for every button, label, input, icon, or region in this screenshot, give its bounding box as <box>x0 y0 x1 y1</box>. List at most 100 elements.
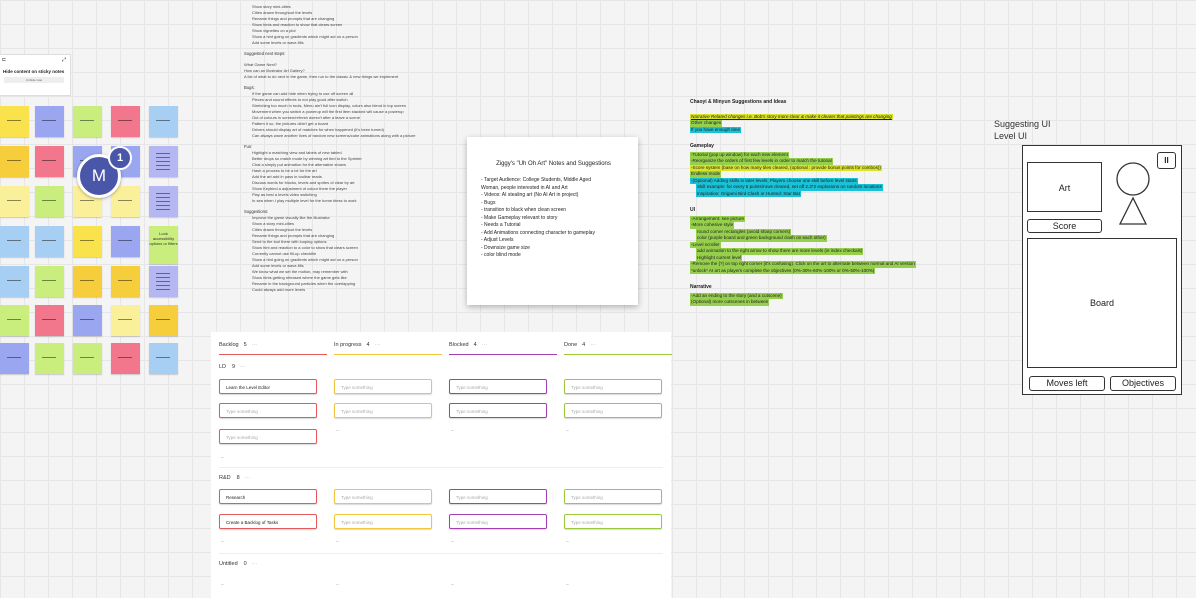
sticky-note[interactable] <box>73 106 102 137</box>
kanban-card[interactable]: Type something <box>334 403 432 418</box>
kanban-card[interactable]: Type something <box>564 379 662 394</box>
wf-moves-left-box: Moves left <box>1029 376 1105 391</box>
add-card-dash[interactable]: – <box>221 455 224 461</box>
sticky-note[interactable] <box>149 343 178 374</box>
sticky-note[interactable] <box>73 266 102 297</box>
hidden-text-line <box>7 200 21 201</box>
sticky-note[interactable] <box>73 226 102 257</box>
add-card-dash[interactable]: – <box>566 539 569 545</box>
sticky-note[interactable] <box>35 226 64 257</box>
hidden-text-line <box>118 240 132 241</box>
kanban-card[interactable]: Type something <box>219 403 317 418</box>
level-ui-wireframe[interactable]: Art II Score Board Moves left Objectives <box>1022 145 1182 395</box>
sticky-note[interactable] <box>149 305 178 336</box>
kanban-card[interactable]: Type something <box>334 514 432 529</box>
add-card-dash[interactable]: – <box>336 428 339 434</box>
add-card-dash[interactable]: – <box>451 539 454 545</box>
character-figure-icon <box>1116 162 1150 225</box>
column-more-icon[interactable]: ··· <box>374 342 381 348</box>
sticky-note[interactable] <box>111 266 140 297</box>
ziggy-note-line: - Target Audience: College Students, Mid… <box>481 177 591 183</box>
kanban-card[interactable]: Type something <box>334 489 432 504</box>
pause-icon[interactable]: II <box>1157 152 1176 169</box>
add-card-dash[interactable]: – <box>451 428 454 434</box>
sticky-note[interactable] <box>35 186 64 217</box>
sticky-note[interactable] <box>0 343 29 374</box>
kanban-card[interactable]: Type something <box>564 489 662 504</box>
doc-line: Show story mini-cities <box>252 4 291 9</box>
ziggy-notes-card[interactable]: Ziggy's "Uh Oh Art" Notes and Suggestion… <box>467 137 638 305</box>
kanban-card[interactable]: Create a Backlog of Tasks <box>219 514 317 529</box>
sticky-note[interactable] <box>111 186 140 217</box>
gameplay-item: Endless mode <box>690 171 722 178</box>
sticky-note[interactable] <box>149 266 178 297</box>
column-more-icon[interactable]: ··· <box>481 342 488 348</box>
fun-item: Show Keybind a adjustment of colour ther… <box>252 186 347 191</box>
sticky-note[interactable] <box>73 305 102 336</box>
column-more-icon[interactable]: ··· <box>590 342 596 348</box>
bug-item: Out of colours in screen/refresh doesn't… <box>252 115 360 120</box>
sticky-note[interactable] <box>111 343 140 374</box>
kanban-card[interactable]: Learn the Level Editor <box>219 379 317 394</box>
doc-line: How can an Illustrator Art Gallery? <box>244 68 305 73</box>
unhide-button[interactable]: Unhide note <box>4 77 64 83</box>
sticky-note[interactable] <box>73 343 102 374</box>
sticky-note[interactable]: Look accessibility options or filters <box>149 226 178 264</box>
doc-line: Cities drawn throughout the levels <box>252 10 313 15</box>
sticky-note[interactable] <box>111 226 140 257</box>
kanban-card[interactable]: Type something <box>219 429 317 444</box>
hidden-text-line <box>7 319 21 320</box>
swimlane-more-icon[interactable]: ··· <box>251 561 258 567</box>
kanban-card[interactable]: Type something <box>564 403 662 418</box>
kanban-card[interactable]: Type something <box>334 379 432 394</box>
sticky-note[interactable] <box>0 146 29 177</box>
sticky-note[interactable] <box>35 305 64 336</box>
add-card-dash[interactable]: – <box>451 582 454 588</box>
column-name: Blocked <box>449 342 469 348</box>
swimlane-more-icon[interactable]: ··· <box>244 475 251 481</box>
add-card-dash[interactable]: – <box>566 582 569 588</box>
sticky-note[interactable] <box>111 305 140 336</box>
sticky-note[interactable] <box>0 266 29 297</box>
kanban-card[interactable]: Type something <box>564 514 662 529</box>
sticky-note[interactable] <box>0 186 29 217</box>
sticky-note[interactable] <box>35 343 64 374</box>
add-card-dash[interactable]: – <box>336 539 339 545</box>
kanban-card[interactable]: Research <box>219 489 317 504</box>
hidden-text-line <box>156 153 170 154</box>
kanban-card[interactable]: Type something <box>449 489 547 504</box>
kanban-card[interactable]: Type something <box>449 403 547 418</box>
add-card-dash[interactable]: – <box>221 539 224 545</box>
hidden-text-line <box>42 120 56 121</box>
sticky-note[interactable] <box>35 146 64 177</box>
add-card-dash[interactable]: – <box>566 428 569 434</box>
sticky-note[interactable] <box>35 266 64 297</box>
sticky-note[interactable] <box>149 146 178 177</box>
swimlane-more-icon[interactable]: ··· <box>240 364 246 370</box>
bug-item: Stretching too much in tools, Menu ain't… <box>252 103 407 108</box>
sticky-note[interactable] <box>0 305 29 336</box>
kanban-card[interactable]: Type something <box>449 514 547 529</box>
kanban-card[interactable]: Type something <box>449 379 547 394</box>
sticky-note[interactable] <box>0 226 29 257</box>
column-more-icon[interactable]: ··· <box>251 342 258 348</box>
sticky-note[interactable] <box>149 186 178 217</box>
sticky-note[interactable] <box>35 106 64 137</box>
add-card-dash[interactable]: – <box>221 582 224 588</box>
expand-icon[interactable]: ⤢ <box>62 57 67 63</box>
add-card-dash[interactable]: – <box>336 582 339 588</box>
sticky-note[interactable] <box>111 106 140 137</box>
hidden-text-line <box>156 169 170 170</box>
sticky-note[interactable] <box>149 106 178 137</box>
sticky-note[interactable] <box>0 106 29 137</box>
hidden-text-line <box>118 280 132 281</box>
bug-item: Pattern it so, the pictures didn't get a… <box>252 121 329 126</box>
